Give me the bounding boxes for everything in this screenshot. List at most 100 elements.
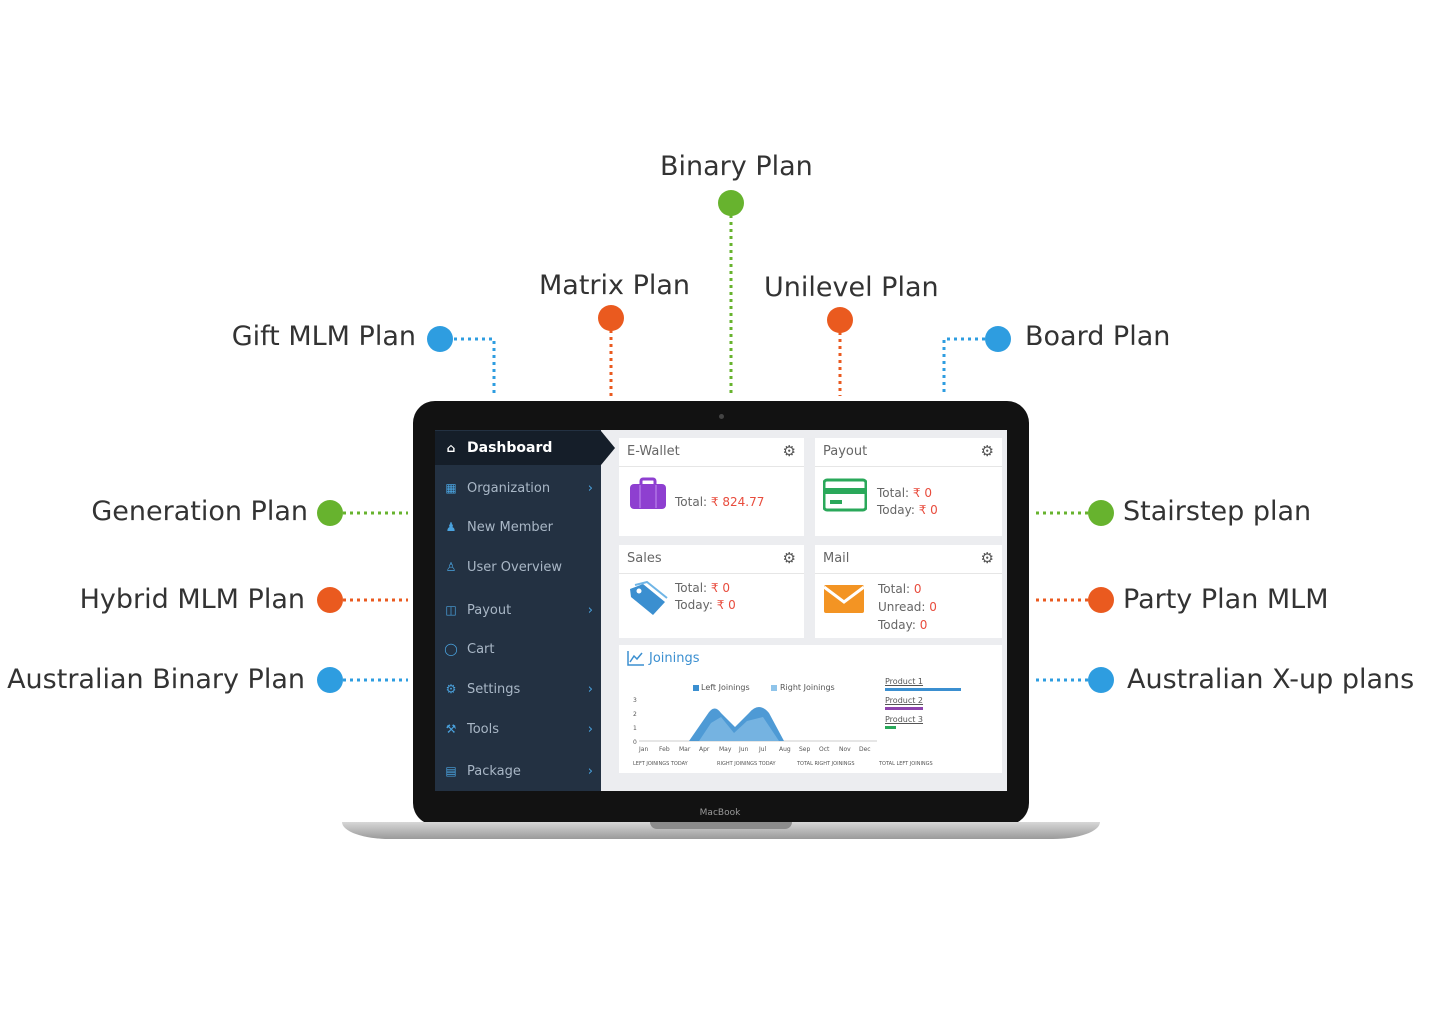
product-bar [885, 726, 896, 729]
stat-value: 0 [913, 582, 922, 596]
sidebar-item-settings[interactable]: ⚙ Settings › [435, 672, 601, 706]
wrench-icon: ⚒ [445, 722, 457, 736]
sidebar-item-label: Cart [467, 641, 495, 657]
legend-left-swatch [693, 685, 699, 691]
hybrid-plan-label: Hybrid MLM Plan [79, 584, 305, 615]
joinings-title: Joinings [649, 651, 700, 666]
sales-card[interactable]: Sales ⚙ Total: ₹ 0 Today: ₹ 0 [619, 545, 804, 638]
card-divider [815, 466, 1002, 467]
mail-total: Total: 0 [878, 582, 922, 596]
stat-label: Today: [877, 503, 915, 517]
payout-today: Today: ₹ 0 [877, 503, 938, 517]
sidebar-item-cart[interactable]: ◯ Cart [435, 632, 601, 666]
user-icon: ♙ [445, 560, 457, 574]
stairstep-plan-label: Stairstep plan [1123, 496, 1312, 527]
credit-card-icon [823, 478, 867, 512]
party-plan-dot [1088, 587, 1114, 613]
x-tick: Nov [839, 746, 851, 753]
sidebar-item-user-overview[interactable]: ♙ User Overview [435, 550, 601, 584]
x-tick: Jun [739, 746, 749, 753]
stat-label: Total: [675, 495, 708, 509]
sidebar-item-payout[interactable]: ◫ Payout › [435, 593, 601, 627]
sidebar-item-dashboard[interactable]: ⌂ Dashboard [435, 431, 615, 465]
sidebar: ⌂ Dashboard ▦ Organization › ♟ New Membe… [435, 430, 615, 791]
legend-right-label: Right Joinings [780, 683, 835, 692]
footer-total-right: TOTAL RIGHT JOININGS [797, 761, 855, 767]
x-tick: Jan [639, 746, 649, 753]
card-divider [619, 466, 804, 467]
gear-icon[interactable]: ⚙ [980, 549, 994, 567]
connector-gift [454, 337, 496, 396]
stat-value: ₹ 0 [912, 486, 932, 500]
product-bar [885, 688, 961, 691]
x-tick: Sep [799, 746, 811, 753]
sales-total: Total: ₹ 0 [675, 581, 730, 595]
sidebar-item-label: Package [467, 763, 521, 779]
stat-value: ₹ 0 [710, 581, 730, 595]
stat-label: Total: [877, 486, 910, 500]
sidebar-item-organization[interactable]: ▦ Organization › [435, 471, 601, 505]
generation-plan-dot [317, 500, 343, 526]
money-icon: ◫ [445, 603, 457, 617]
active-indicator [601, 431, 615, 465]
product-label: Product 1 [885, 677, 924, 686]
dashboard-screen: ⌂ Dashboard ▦ Organization › ♟ New Membe… [435, 430, 1007, 791]
mail-today: Today: 0 [878, 618, 927, 632]
laptop-camera [719, 414, 724, 419]
australian-binary-plan-label: Australian Binary Plan [7, 664, 305, 695]
footer-total-left: TOTAL LEFT JOININGS [879, 761, 933, 767]
gear-icon[interactable]: ⚙ [782, 442, 796, 460]
gift-plan-dot [427, 326, 453, 352]
laptop-base [342, 822, 1100, 839]
mail-card[interactable]: Mail ⚙ Total: 0 Unread: 0 Today: 0 [815, 545, 1002, 638]
stat-label: Today: [878, 618, 916, 632]
stat-value: ₹ 0 [716, 598, 736, 612]
package-icon: ▤ [445, 764, 457, 778]
circle-icon: ◯ [444, 642, 458, 656]
x-tick: Dec [859, 746, 871, 753]
chevron-right-icon: › [587, 602, 593, 618]
footer-left-today: LEFT JOININGS TODAY [633, 761, 688, 767]
stat-label: Unread: [878, 600, 926, 614]
x-tick: Feb [659, 746, 670, 753]
y-tick: 0 [633, 739, 637, 746]
card-divider [815, 573, 1002, 574]
legend-right-swatch [771, 685, 777, 691]
home-icon: ⌂ [446, 441, 456, 455]
gear-icon[interactable]: ⚙ [782, 549, 796, 567]
card-title: Mail [823, 551, 850, 566]
product-bar [885, 707, 923, 710]
x-tick: Jul [759, 746, 767, 753]
product-label: Product 2 [885, 696, 924, 705]
sidebar-item-label: User Overview [467, 559, 562, 575]
stat-label: Today: [675, 598, 713, 612]
board-plan-label: Board Plan [1025, 321, 1171, 352]
sidebar-item-label: Dashboard [467, 440, 553, 456]
tag-icon [630, 581, 668, 615]
hybrid-plan-dot [317, 587, 343, 613]
y-tick: 2 [633, 711, 637, 718]
sidebar-item-label: Organization [467, 480, 551, 496]
ewallet-card[interactable]: E-Wallet ⚙ Total: ₹ 824.77 [619, 438, 804, 536]
sidebar-item-label: Payout [467, 602, 512, 618]
stat-label: Total: [675, 581, 708, 595]
sidebar-item-label: New Member [467, 519, 553, 535]
mail-unread: Unread: 0 [878, 600, 937, 614]
unilevel-plan-dot [827, 307, 853, 333]
joinings-area-chart [639, 707, 877, 742]
gear-icon[interactable]: ⚙ [980, 442, 994, 460]
matrix-plan-label: Matrix Plan [539, 270, 691, 301]
card-divider [619, 573, 804, 574]
chevron-right-icon: › [587, 721, 593, 737]
ewallet-total: Total: ₹ 824.77 [675, 495, 764, 509]
joinings-card: Joinings Left Joinings Right Joinings 3 … [619, 645, 1002, 773]
sidebar-item-new-member[interactable]: ♟ New Member [435, 510, 601, 544]
sidebar-item-tools[interactable]: ⚒ Tools › [435, 712, 601, 746]
sidebar-item-package[interactable]: ▤ Package › [435, 754, 601, 788]
payout-card[interactable]: Payout ⚙ Total: ₹ 0 Today: ₹ 0 [815, 438, 1002, 536]
stat-value: 0 [919, 618, 928, 632]
binary-plan-dot [718, 190, 744, 216]
x-tick: May [719, 746, 732, 753]
